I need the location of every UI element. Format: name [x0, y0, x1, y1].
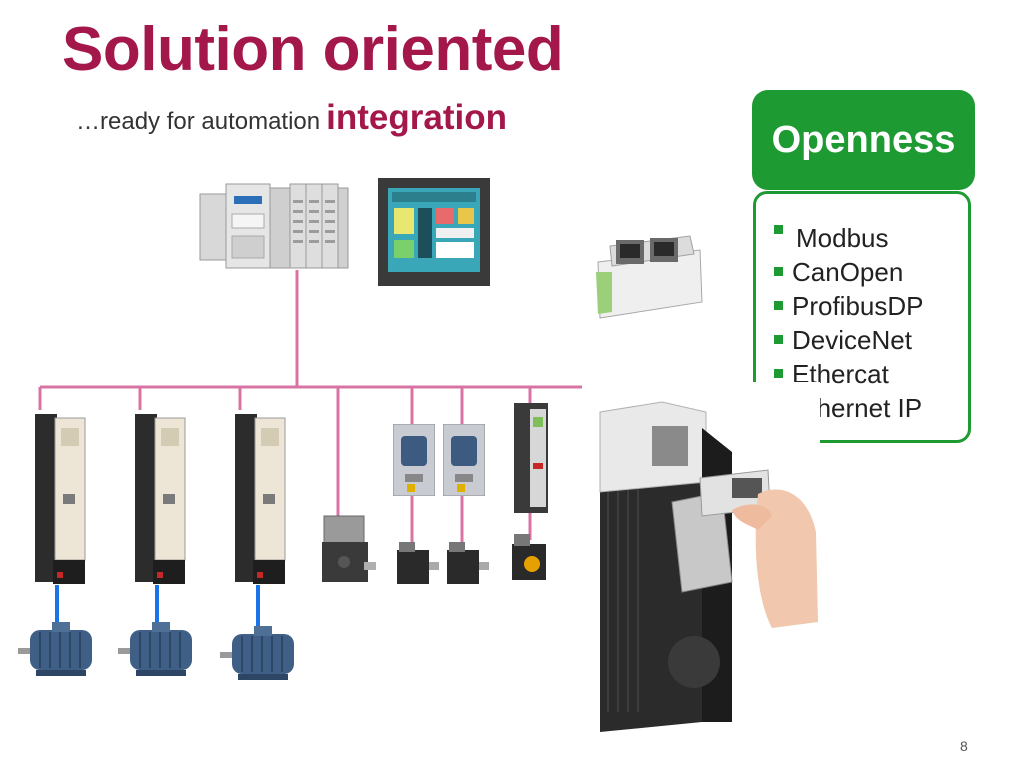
variable-speed-drive-icon — [135, 414, 186, 584]
servo-motor-icon — [322, 515, 376, 582]
servo-motor-icon — [397, 542, 439, 584]
servo-drive-icon — [393, 424, 435, 496]
ethernet-option-card-icon — [596, 235, 703, 319]
variable-speed-drive-icon — [35, 414, 86, 584]
servo-motor-icon — [512, 534, 546, 580]
protocol-item-devicenet: DeviceNet — [774, 323, 924, 357]
protocol-list: Modbus CanOpen ProfibusDP DeviceNet Ethe… — [774, 221, 924, 425]
protocol-box: Modbus CanOpen ProfibusDP DeviceNet Ethe… — [753, 191, 971, 443]
drive-card-insertion-photo — [582, 382, 820, 734]
protocol-item-modbus: Modbus — [774, 221, 924, 255]
slide-title: Solution oriented — [62, 15, 564, 84]
motor-icon — [18, 622, 92, 676]
page-number: 8 — [960, 738, 968, 754]
servo-drive-icon — [443, 424, 485, 496]
protocol-item-canopen: CanOpen — [774, 255, 924, 289]
variable-speed-drive-icon — [235, 414, 286, 584]
servo-drive-icon — [514, 403, 548, 513]
motor-icon — [220, 626, 294, 680]
motor-cables — [55, 585, 260, 630]
servo-motor-icon — [447, 542, 489, 584]
plc-controller-icon — [199, 183, 349, 269]
openness-header: Openness — [752, 90, 975, 190]
network-lines — [38, 270, 588, 545]
subtitle-prefix: …ready for automation — [76, 108, 321, 135]
protocol-item-profibusdp: ProfibusDP — [774, 291, 924, 321]
motor-icon — [118, 622, 192, 676]
hmi-touch-panel-icon — [378, 178, 490, 286]
subtitle-emphasis: integration — [326, 98, 507, 137]
